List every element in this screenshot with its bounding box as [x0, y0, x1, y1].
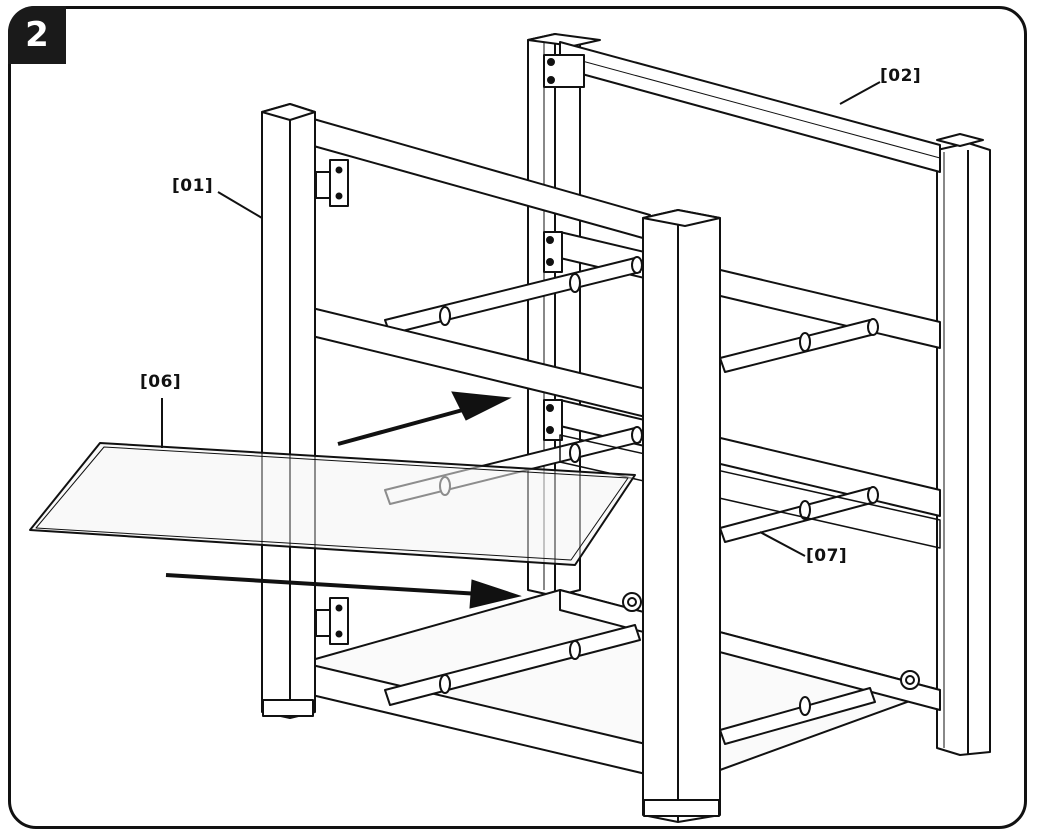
insertion-arrows: [165, 391, 522, 609]
back-right-post: [936, 133, 991, 756]
middle-back-rail: [559, 231, 941, 349]
callout-06: [06]: [140, 372, 182, 392]
arrow-upper: [337, 406, 471, 446]
callout-02: [02]: [880, 66, 922, 86]
hinge-bottom: [315, 597, 349, 645]
leader-02: [839, 81, 881, 105]
hinge-top: [315, 159, 349, 207]
leader-07: [759, 531, 806, 557]
bottom-frame: [311, 589, 941, 776]
leader-01: [217, 191, 263, 219]
callout-01: [01]: [172, 176, 214, 196]
top-side-rail: [309, 117, 651, 241]
step-number-badge: 2: [8, 6, 66, 64]
callout-07: [07]: [806, 546, 848, 566]
front-left-post: [261, 103, 316, 719]
top-back-rail: [559, 41, 941, 173]
glass-shelf: [29, 442, 636, 566]
arrow-lower-head: [469, 579, 522, 609]
arrow-lower: [165, 573, 481, 596]
arrow-upper-head: [451, 391, 512, 421]
front-right-post: [642, 209, 721, 823]
